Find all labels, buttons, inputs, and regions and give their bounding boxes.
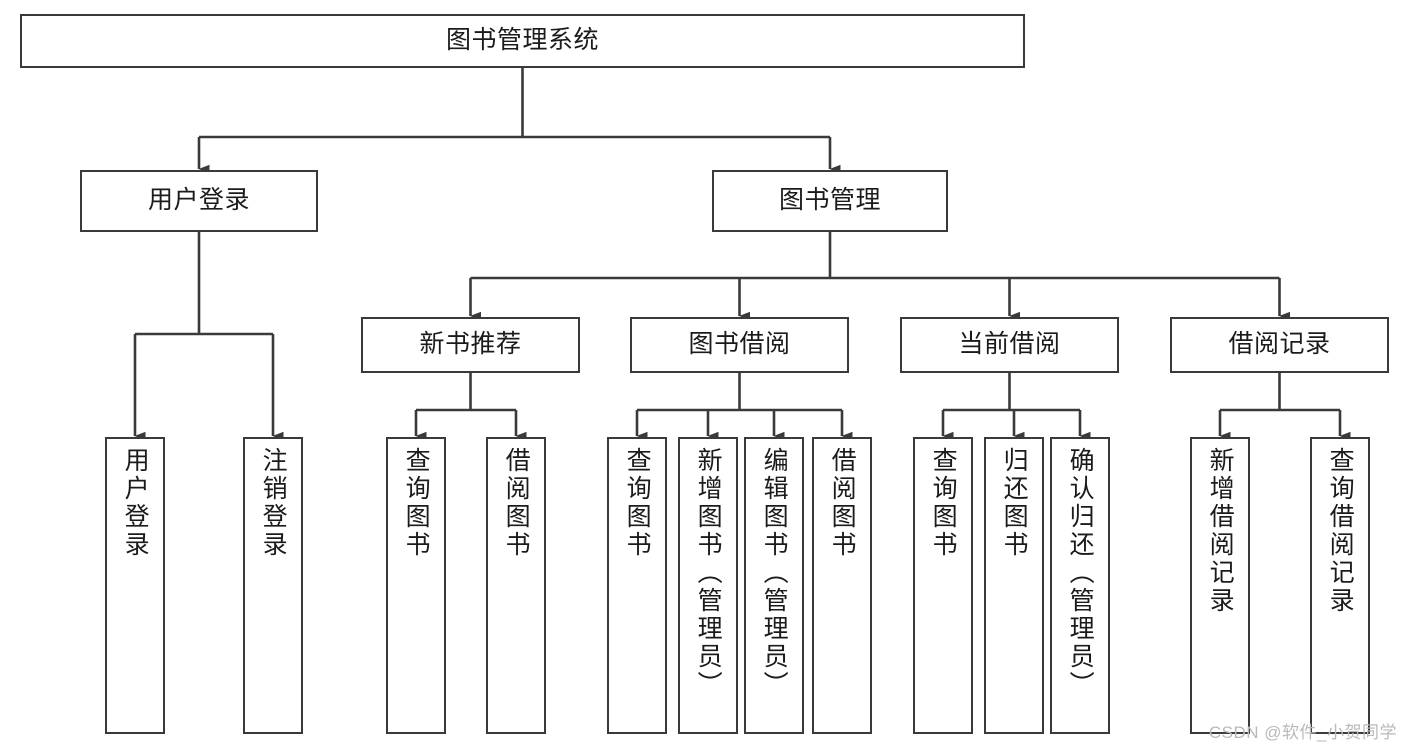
leaf-borrow-query-book[interactable]: 查询图书 bbox=[607, 437, 667, 734]
node-root[interactable]: 图书管理系统 bbox=[20, 14, 1025, 68]
leaf-borrow-query-book-label: 查询图书 bbox=[623, 447, 652, 559]
leaf-user-login-label: 用户登录 bbox=[121, 447, 150, 559]
leaf-user-logout[interactable]: 注销登录 bbox=[243, 437, 303, 734]
leaf-borrow-edit-book-label: 编辑图书（管理员） bbox=[760, 447, 789, 699]
csdn-watermark: CSDN @软件_小贺同学 bbox=[1208, 723, 1397, 742]
leaf-record-add-record-label: 新增借阅记录 bbox=[1206, 447, 1235, 615]
node-new-book-recommend-label: 新书推荐 bbox=[419, 330, 522, 359]
leaf-borrow-edit-book[interactable]: 编辑图书（管理员） bbox=[744, 437, 804, 734]
leaf-record-query-record[interactable]: 查询借阅记录 bbox=[1310, 437, 1370, 734]
node-current-borrow[interactable]: 当前借阅 bbox=[900, 317, 1119, 373]
node-borrow-record-label: 借阅记录 bbox=[1228, 330, 1331, 359]
node-book-manage-label: 图书管理 bbox=[778, 186, 881, 215]
leaf-current-confirm-return-label: 确认归还（管理员） bbox=[1066, 447, 1095, 699]
leaf-user-login[interactable]: 用户登录 bbox=[105, 437, 165, 734]
node-borrow-record[interactable]: 借阅记录 bbox=[1170, 317, 1389, 373]
node-new-book-recommend[interactable]: 新书推荐 bbox=[361, 317, 580, 373]
leaf-recommend-query-book[interactable]: 查询图书 bbox=[386, 437, 446, 734]
node-book-borrow[interactable]: 图书借阅 bbox=[630, 317, 849, 373]
node-user-login[interactable]: 用户登录 bbox=[80, 170, 318, 232]
node-user-login-label: 用户登录 bbox=[147, 186, 250, 215]
leaf-user-logout-label: 注销登录 bbox=[259, 447, 288, 559]
node-book-borrow-label: 图书借阅 bbox=[688, 330, 791, 359]
node-book-manage[interactable]: 图书管理 bbox=[712, 170, 948, 232]
leaf-current-confirm-return[interactable]: 确认归还（管理员） bbox=[1050, 437, 1110, 734]
leaf-record-query-record-label: 查询借阅记录 bbox=[1326, 447, 1355, 615]
leaf-current-return-book[interactable]: 归还图书 bbox=[984, 437, 1044, 734]
leaf-borrow-add-book-label: 新增图书（管理员） bbox=[694, 447, 723, 699]
leaf-recommend-borrow-book[interactable]: 借阅图书 bbox=[486, 437, 546, 734]
edges-group bbox=[133, 68, 1351, 441]
node-current-borrow-label: 当前借阅 bbox=[958, 330, 1061, 359]
leaf-recommend-query-book-label: 查询图书 bbox=[402, 447, 431, 559]
leaf-borrow-lend-book-label: 借阅图书 bbox=[828, 447, 857, 559]
leaf-record-add-record[interactable]: 新增借阅记录 bbox=[1190, 437, 1250, 734]
leaf-current-return-book-label: 归还图书 bbox=[1000, 447, 1029, 559]
leaf-recommend-borrow-book-label: 借阅图书 bbox=[502, 447, 531, 559]
node-root-label: 图书管理系统 bbox=[445, 26, 599, 55]
leaf-borrow-add-book[interactable]: 新增图书（管理员） bbox=[678, 437, 738, 734]
leaf-current-query-book[interactable]: 查询图书 bbox=[913, 437, 973, 734]
leaf-borrow-lend-book[interactable]: 借阅图书 bbox=[812, 437, 872, 734]
leaf-current-query-book-label: 查询图书 bbox=[929, 447, 958, 559]
